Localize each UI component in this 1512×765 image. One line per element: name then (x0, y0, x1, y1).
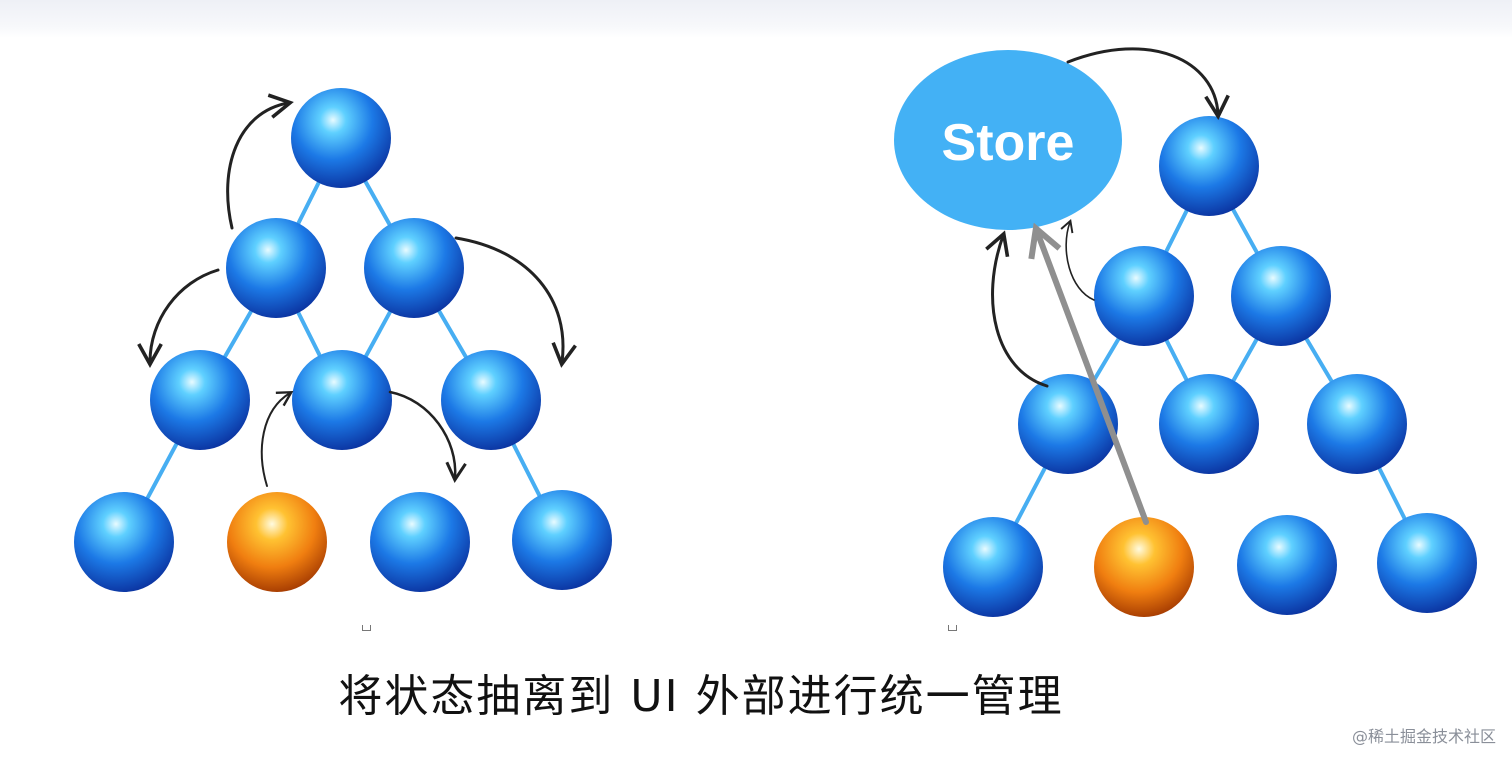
store-bubble (894, 50, 1122, 230)
tree-node (943, 517, 1043, 617)
tree-node (150, 350, 250, 450)
tree-node (1094, 246, 1194, 346)
left-nodes (74, 88, 612, 592)
propagation-arrow (454, 236, 577, 368)
tree-node (1159, 116, 1259, 216)
orange-to-store-arrow (1038, 234, 1149, 525)
propagation-arrow (1060, 219, 1095, 301)
tree-node (370, 492, 470, 592)
left-arrows (137, 93, 577, 487)
right-nodes (943, 116, 1477, 617)
right-edges (991, 164, 1429, 569)
tree-node (364, 218, 464, 318)
tree-node (441, 350, 541, 450)
propagation-arrow (226, 93, 294, 230)
tree-node (291, 88, 391, 188)
tree-node (1159, 374, 1259, 474)
propagation-arrow (137, 268, 220, 368)
tree-node (1237, 515, 1337, 615)
marker-tick (362, 625, 371, 631)
tree-node (1018, 374, 1118, 474)
tree-node (1307, 374, 1407, 474)
tree-node (1231, 246, 1331, 346)
tree-node (1377, 513, 1477, 613)
top-watermark-strip (0, 0, 1512, 38)
propagation-arrow (388, 390, 467, 483)
left-edges (122, 136, 564, 544)
store-to-tree-arrow (1066, 47, 1230, 120)
credit-text: @稀土掘金技术社区 (1351, 727, 1496, 746)
caption: 将状态抽离到 UI 外部进行统一管理 (338, 671, 1064, 722)
tree-node (512, 490, 612, 590)
state-node-orange (1094, 517, 1194, 617)
tree-node (226, 218, 326, 318)
tree-node (292, 350, 392, 450)
marker-tick (948, 625, 957, 631)
propagation-arrow (260, 390, 294, 487)
propagation-arrow (985, 230, 1049, 388)
left-tree (74, 88, 612, 592)
right-tree: Store (894, 47, 1477, 617)
state-node-orange (227, 492, 327, 592)
store-label: Store (942, 114, 1075, 172)
tree-node (74, 492, 174, 592)
right-arrows (985, 47, 1230, 525)
